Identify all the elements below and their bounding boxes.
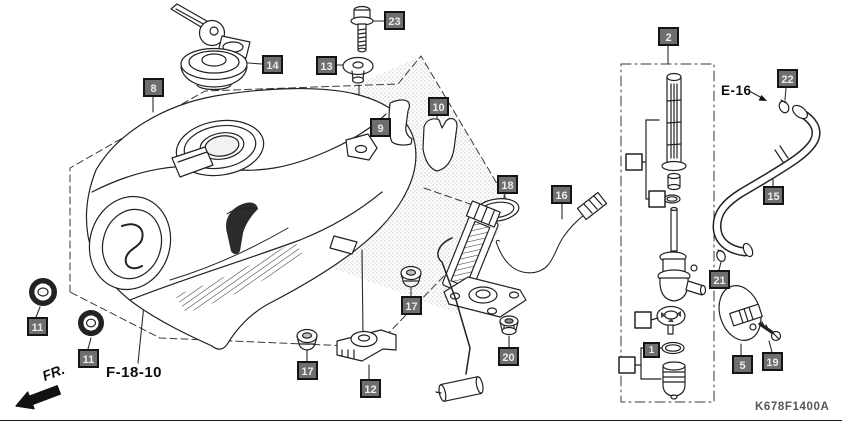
part-callout-22[interactable]: 22: [777, 69, 798, 88]
bolt-drawing: [350, 5, 374, 53]
part-callout-12[interactable]: 12: [360, 379, 381, 398]
screw-19: [758, 321, 782, 342]
part-callout-17-a[interactable]: 17: [401, 296, 422, 315]
mount-11-b: [78, 310, 104, 336]
blank-callout-a[interactable]: [625, 153, 643, 171]
fuel-cock-assembly: [618, 72, 707, 400]
part-callout-11-b[interactable]: 11: [78, 349, 99, 368]
part-callout-1[interactable]: 1: [643, 342, 660, 358]
part-callout-10[interactable]: 10: [428, 97, 449, 116]
part-callout-20[interactable]: 20: [498, 347, 519, 366]
part-callout-19[interactable]: 19: [762, 352, 783, 371]
cover-5: [718, 285, 763, 341]
clip-22: [778, 99, 790, 114]
diagram-code: K678F1400A: [755, 401, 830, 413]
part-callout-8[interactable]: 8: [143, 78, 164, 97]
hose-drawing: [712, 104, 821, 258]
part-callout-17-b[interactable]: 17: [297, 361, 318, 380]
grommet-17-mid: [296, 328, 318, 351]
nut-20: [499, 315, 519, 336]
clip-21: [716, 249, 726, 262]
pump-drawing: [442, 191, 608, 318]
part-callout-21[interactable]: 21: [709, 270, 730, 289]
part-callout-16[interactable]: 16: [551, 185, 572, 204]
page-ref-e-16[interactable]: E-16: [721, 83, 752, 98]
cushion-10: [422, 117, 458, 172]
part-callout-15[interactable]: 15: [763, 186, 784, 205]
page-ref-f-18-10[interactable]: F-18-10: [106, 364, 163, 381]
fr-arrow: [15, 385, 62, 410]
part-callout-14[interactable]: 14: [262, 55, 283, 74]
part-callout-11-a[interactable]: 11: [27, 317, 48, 336]
dashed-outline: [69, 55, 512, 348]
tank-drawing: [85, 88, 417, 350]
cushion-9: [388, 99, 413, 146]
blank-callout-b[interactable]: [648, 190, 666, 208]
part-callout-23[interactable]: 23: [384, 11, 405, 30]
part-callout-5[interactable]: 5: [732, 355, 753, 374]
fuel-cap-drawing: [180, 47, 248, 91]
part-callout-2[interactable]: 2: [658, 27, 679, 46]
mount-11-a: [29, 278, 57, 306]
grommet-17-right: [400, 265, 422, 288]
washer-drawing: [342, 56, 374, 84]
blank-callout-c[interactable]: [634, 311, 652, 329]
part-callout-9[interactable]: 9: [370, 118, 391, 137]
float-drawing: [435, 237, 484, 402]
part-callout-13[interactable]: 13: [316, 56, 337, 75]
blank-callout-d[interactable]: [618, 356, 636, 374]
part-callout-18[interactable]: 18: [497, 175, 518, 194]
bracket-12: [336, 329, 397, 362]
